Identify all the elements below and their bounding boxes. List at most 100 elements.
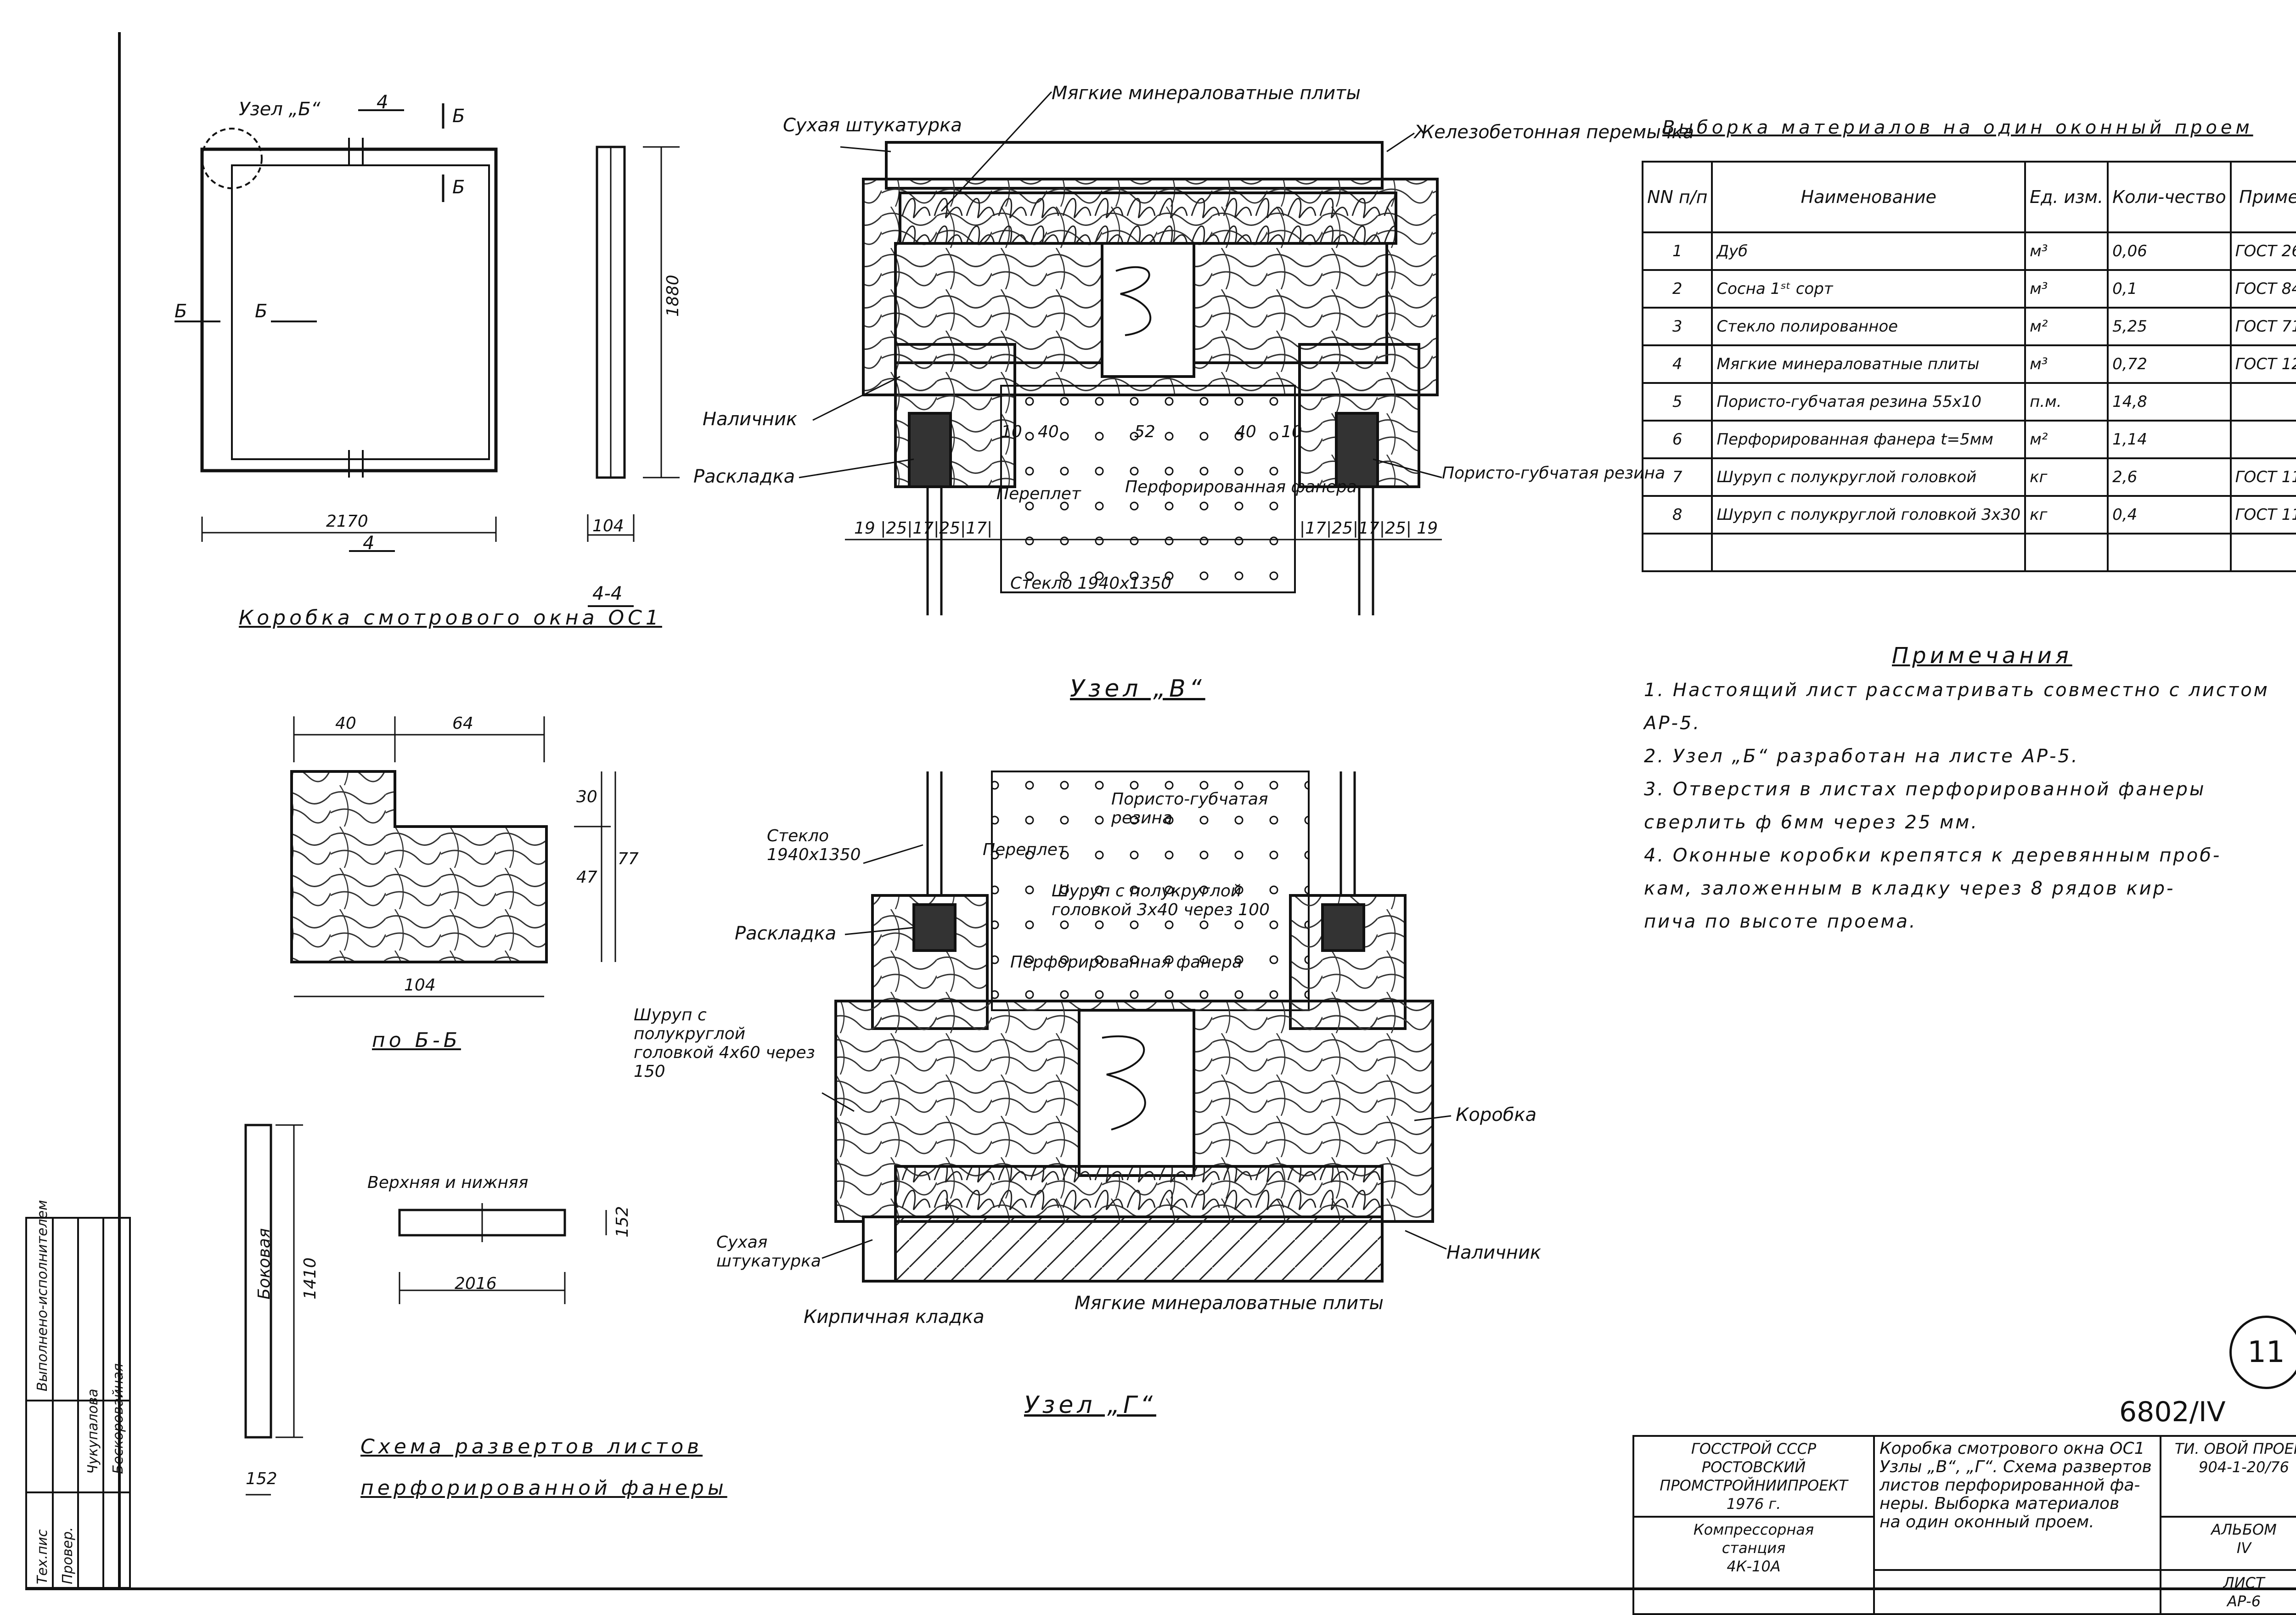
- spec-cell: ГОСТ 1144-70*: [2229, 457, 2296, 497]
- title-block: ГОССТРОЙ СССР РОСТОВСКИЙ ПРОМСТРОЙНИИПРО…: [1632, 1435, 2296, 1615]
- tb-org-3: 1976 г.: [1726, 1495, 1781, 1513]
- spec-cell: Перфорированная фанера t=5мм: [1711, 420, 2026, 459]
- frame-os1-drawing: [174, 103, 680, 607]
- tb-org-1: РОСТОВСКИЙ: [1701, 1458, 1806, 1476]
- spec-header-notes: Примечания: [2229, 161, 2296, 233]
- spec-row: [1641, 533, 2296, 572]
- g-rubber: Пористо-губчатая резина: [1111, 790, 1268, 827]
- sheet-number-circle: 11: [2229, 1316, 2296, 1389]
- spec-cell: [2229, 533, 2296, 572]
- side-sheet-label: Боковая: [255, 1228, 274, 1300]
- v-plywood: Перфорированная фанера: [1125, 478, 1357, 496]
- tb-empty-cell: [1873, 1569, 2161, 1615]
- spec-cell: Дуб: [1711, 231, 2026, 271]
- spec-cell: [1641, 533, 1713, 572]
- tb-sheet-code: АР-6: [2227, 1592, 2261, 1610]
- tb-title-3: неры. Выборка материалов: [1880, 1494, 2120, 1513]
- tb-project-number: 904-1-20/76: [2199, 1458, 2289, 1476]
- v-trim: Наличник: [703, 409, 798, 430]
- side-sheet-width: 152: [246, 1469, 277, 1488]
- side-b-left: Б: [174, 301, 187, 322]
- spec-cell: ГОСТ 2695-71: [2229, 231, 2296, 271]
- section-b-mark-bottom: Б: [452, 177, 465, 198]
- v-dim-4: 10: [1281, 422, 1302, 441]
- side-sheet-height: 1410: [301, 1257, 320, 1300]
- dim-height-label: 1880: [664, 275, 682, 317]
- spec-header-num: NN п/п: [1641, 161, 1713, 233]
- spec-header-name: Наименование: [1711, 161, 2026, 233]
- stamp-role-3: Бескоровайная: [110, 1363, 126, 1474]
- note-line: 1. Настоящий лист рассматривать совместн…: [1644, 680, 2269, 701]
- spec-cell: Мягкие минераловатные плиты: [1711, 344, 2026, 384]
- tb-org-2: ПРОМСТРОЙНИИПРОЕКТ: [1660, 1477, 1848, 1494]
- g-glazing-bead: Раскладка: [735, 923, 837, 944]
- tb-title-1: Узлы „В“, „Г“. Схема развертов: [1880, 1457, 2152, 1476]
- spec-cell: [2107, 533, 2232, 572]
- tb-org-cell: ГОССТРОЙ СССР РОСТОВСКИЙ ПРОМСТРОЙНИИПРО…: [1632, 1435, 1875, 1518]
- spec-cell: [2024, 533, 2109, 572]
- tb-title-0: Коробка смотрового окна ОС1: [1880, 1439, 2145, 1458]
- spec-header-row: NN п/п Наименование Ед. изм. Коли-чество…: [1641, 161, 2296, 233]
- tb-project-cell: ТИ. ОВОЙ ПРОЕКТ 904-1-20/76: [2160, 1435, 2296, 1518]
- bottom-mark-4: 4: [363, 533, 375, 554]
- archive-number: 6802/IV: [2119, 1396, 2226, 1428]
- spec-cell: 7: [1641, 457, 1713, 497]
- sheets-scheme-drawing: [244, 1124, 607, 1496]
- v-sash: Переплет: [996, 484, 1081, 503]
- section-44-caption: 4-4: [592, 583, 623, 604]
- note-line: кам, заложенным в кладку через 8 рядов к…: [1644, 878, 2175, 899]
- spec-cell: 14,8: [2107, 382, 2232, 422]
- v-dim-0: 10: [1001, 422, 1022, 441]
- spec-cell: 1: [1641, 231, 1713, 271]
- spec-cell: кг: [2024, 495, 2109, 535]
- tb-object-0: Компрессорная: [1693, 1521, 1814, 1538]
- spec-cell: 6: [1641, 420, 1713, 459]
- spec-cell: кг: [2024, 457, 2109, 497]
- spec-cell: Стекло полированное: [1711, 307, 2026, 346]
- spec-cell: 1,14: [2107, 420, 2232, 459]
- spec-cell: [2229, 420, 2296, 459]
- frame-caption: Коробка смотрового окна ОС1: [239, 606, 662, 630]
- bb-dim-30: 30: [576, 788, 597, 806]
- g-trim: Наличник: [1446, 1242, 1542, 1263]
- tb-object-1: станция: [1722, 1539, 1786, 1557]
- approval-stamp: Тех.пис Провер. Чукупалова Бескоровайная…: [25, 1200, 131, 1589]
- spec-cell: Шуруп с полукруглой головкой 3х30: [1711, 495, 2026, 535]
- tb-title-4: на один оконный проем.: [1880, 1513, 2094, 1531]
- section-bb-drawing: [290, 716, 616, 997]
- spec-cell: п.м.: [2024, 382, 2109, 422]
- bb-dim-64: 64: [452, 714, 473, 733]
- v-dim-2: 52: [1134, 422, 1155, 441]
- spec-cell: 2,6: [2107, 457, 2232, 497]
- spec-title: Выборка материалов на один оконный проем: [1662, 117, 2253, 138]
- bb-dim-104: 104: [404, 976, 436, 995]
- v-glass: Стекло 1940х1350: [1010, 574, 1172, 593]
- g-mineral-slabs: Мягкие минераловатные плиты: [1075, 1293, 1384, 1314]
- spec-cell: 2: [1641, 269, 1713, 309]
- v-rubber: Пористо-губчатая резина: [1442, 464, 1666, 483]
- spec-cell: [1711, 533, 2026, 572]
- side-b-right: Б: [255, 301, 268, 322]
- node-b-label: Узел „Б“: [239, 99, 321, 120]
- sheets-caption-2: перфорированной фанеры: [360, 1476, 727, 1500]
- v-dim-1: 40: [1038, 422, 1059, 441]
- spec-cell: 0,4: [2107, 495, 2232, 535]
- spec-cell: 4: [1641, 344, 1713, 384]
- spec-cell: м³: [2024, 344, 2109, 384]
- node-g-caption: Узел „Г“: [1024, 1391, 1156, 1419]
- dim-profile-label: 104: [592, 517, 624, 535]
- section-4-mark: 4: [377, 92, 388, 113]
- spec-cell: ГОСТ 12394-66: [2229, 344, 2296, 384]
- bb-dim-40: 40: [335, 714, 356, 733]
- spec-cell: [2229, 382, 2296, 422]
- g-dry-plaster: Сухая штукатурка: [716, 1233, 821, 1271]
- spec-cell: 3: [1641, 307, 1713, 346]
- spec-cell: ГОСТ 7132-61*: [2229, 307, 2296, 346]
- stamp-header: Выполнено-исполнителем: [34, 1200, 51, 1391]
- v-bottom-dims-left: 19 |25|17|25|17|: [854, 519, 993, 538]
